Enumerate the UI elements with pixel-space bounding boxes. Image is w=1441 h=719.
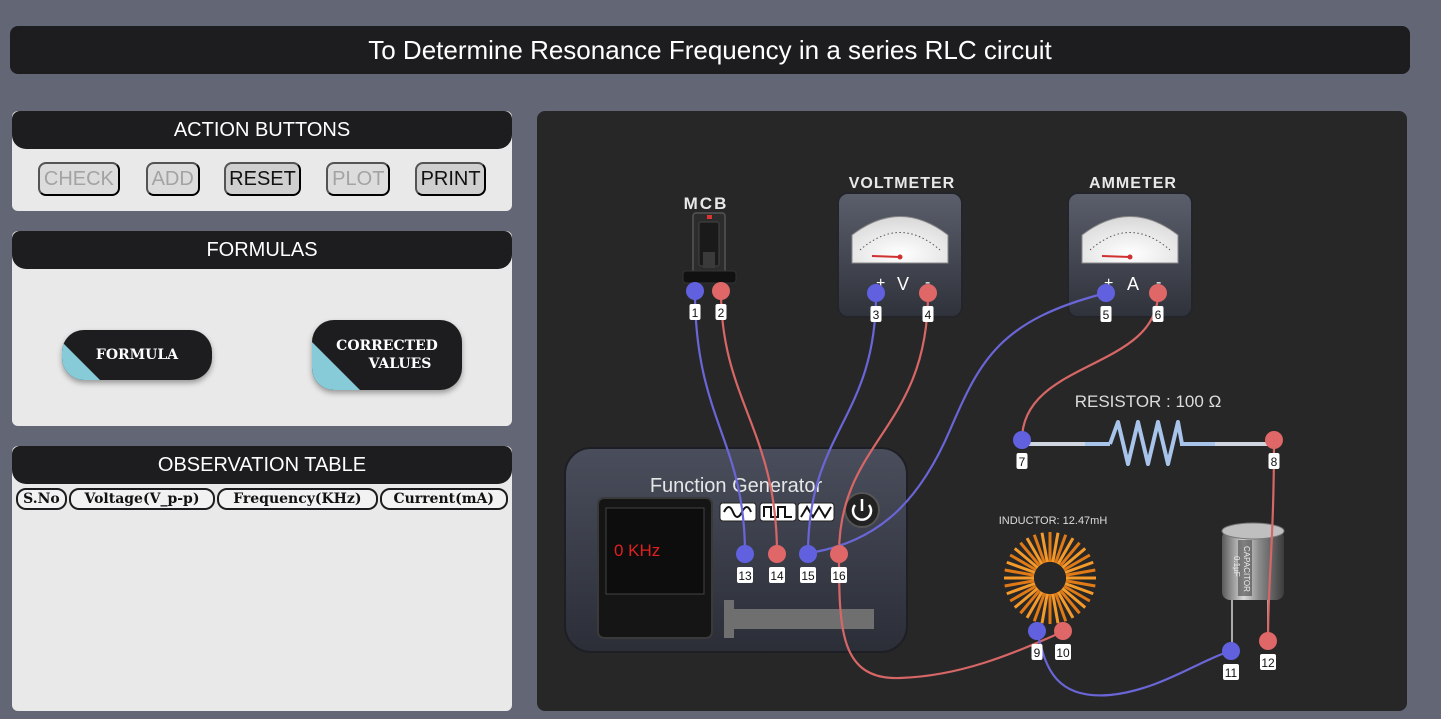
terminal-label-16: 16 [832,569,846,583]
circuit-workspace: MCB VOLTMETER + V - AMMETER + A - RESIST… [537,111,1407,711]
inductor: INDUCTOR: 12.47mH [999,515,1108,624]
terminal-label-8: 8 [1271,455,1278,469]
terminal-label-3: 3 [873,308,880,322]
observation-table-header: OBSERVATION TABLE [12,446,512,484]
terminal-11[interactable] [1222,642,1240,660]
terminal-7[interactable] [1013,431,1031,449]
capacitor: CAPACITOR 0.1μF [1221,522,1285,650]
terminal-5[interactable] [1097,284,1115,302]
ammeter-label: AMMETER [1089,175,1177,192]
column-header-sno: S.No [16,488,67,510]
square-wave-button[interactable] [759,502,797,522]
svg-text:+: + [876,275,885,292]
power-icon[interactable] [844,492,880,528]
resistor-label: RESISTOR : 100 Ω [1075,392,1222,411]
column-header-frequency: Frequency(KHz) [217,488,378,510]
capacitor-label: CAPACITOR [1242,546,1251,592]
terminal-15[interactable] [799,545,817,563]
terminal-6[interactable] [1149,284,1167,302]
formulas-header: FORMULAS [12,231,512,269]
sine-wave-button[interactable] [719,502,757,522]
capacitor-value: 0.1μF [1232,556,1241,577]
action-buttons-panel: ACTION BUTTONS CHECK ADD RESET PLOT PRIN… [12,111,512,211]
function-generator-label: Function Generator [650,475,823,497]
function-generator: Function Generator 0 KHz [564,447,908,653]
formula-button-label: FORMULA [95,347,179,363]
plot-button[interactable]: PLOT [326,162,391,196]
terminal-label-9: 9 [1034,646,1041,660]
svg-text:-: - [925,274,930,291]
print-button[interactable]: PRINT [415,162,486,196]
triangle-wave-button[interactable] [797,502,835,522]
terminal-label-4: 4 [925,308,932,322]
formula-button[interactable]: FORMULA [62,330,212,380]
terminal-2[interactable] [712,282,730,300]
frequency-slider[interactable] [724,600,874,638]
action-buttons-header: ACTION BUTTONS [12,111,512,149]
terminal-label-11: 11 [1225,666,1238,680]
mcb-label: MCB [684,194,729,213]
terminal-label-7: 7 [1019,455,1026,469]
add-button[interactable]: ADD [145,162,200,196]
mcb: MCB [682,194,737,284]
terminal-10[interactable] [1054,622,1072,640]
frequency-display-value: 0 KHz [614,541,660,560]
voltmeter: VOLTMETER + V - [837,175,963,318]
voltmeter-unit: V [897,274,909,294]
terminal-label-12: 12 [1261,656,1275,670]
check-button[interactable]: CHECK [38,162,120,196]
terminal-3[interactable] [867,284,885,302]
terminal-16[interactable] [830,545,848,563]
ammeter-unit: A [1127,274,1139,294]
ammeter: AMMETER + A - [1067,175,1193,318]
resistor: RESISTOR : 100 Ω [1022,392,1274,466]
terminal-label-15: 15 [801,569,815,583]
corrected-values-label-line1: CORRECTED [336,338,438,354]
terminal-label-13: 13 [738,569,752,583]
terminal-label-10: 10 [1056,646,1070,660]
svg-text:+: + [1104,275,1113,292]
observation-table-panel: OBSERVATION TABLE S.No Voltage(V_p-p) Fr… [12,446,512,711]
terminal-9[interactable] [1028,622,1046,640]
voltmeter-label: VOLTMETER [849,175,955,192]
terminal-label-6: 6 [1155,308,1162,322]
inductor-label: INDUCTOR: 12.47mH [999,515,1108,527]
terminal-label-2: 2 [718,306,725,320]
terminal-12[interactable] [1259,632,1277,650]
terminal-label-1: 1 [692,306,699,320]
svg-text:-: - [1156,274,1161,291]
page-title: To Determine Resonance Frequency in a se… [10,26,1410,74]
formulas-panel: FORMULAS FORMULA CORRECTED VALUES [12,231,512,426]
terminal-14[interactable] [768,545,786,563]
terminal-label-5: 5 [1103,308,1110,322]
frequency-display [605,507,705,595]
reset-button[interactable]: RESET [223,162,302,196]
terminal-1[interactable] [686,282,704,300]
observation-table-column-headers: S.No Voltage(V_p-p) Frequency(KHz) Curre… [12,484,512,510]
terminal-13[interactable] [736,545,754,563]
corrected-values-button[interactable]: CORRECTED VALUES [312,320,462,390]
terminal-label-14: 14 [770,569,784,583]
corrected-values-label-line2: VALUES [368,356,432,372]
terminal-8[interactable] [1265,431,1283,449]
column-header-voltage: Voltage(V_p-p) [68,488,216,510]
wires [693,290,1276,697]
column-header-current: Current(mA) [379,488,508,510]
terminal-4[interactable] [919,284,937,302]
